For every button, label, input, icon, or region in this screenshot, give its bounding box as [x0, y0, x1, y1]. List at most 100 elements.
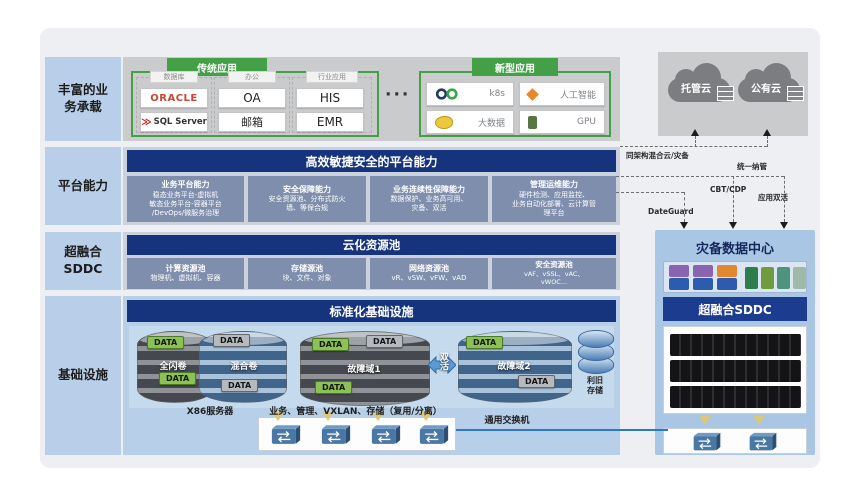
row-label-platform: 平台能力 [45, 147, 121, 225]
mail-label: 邮箱 [241, 116, 263, 129]
generic-switch-label: 通用交换机 [484, 416, 530, 426]
cloud-server-icon [787, 86, 804, 101]
hadoop-elephant-icon [435, 115, 453, 129]
devops-infinity-icon [435, 88, 458, 100]
hybrid-volume-label: 混合卷 [230, 362, 258, 372]
connector-line [767, 136, 768, 147]
data-chip: DATA [312, 338, 350, 351]
row-label-business: 丰富的业 务承载 [45, 57, 121, 141]
os-icon [669, 278, 689, 290]
row-label-sddc: 超融合 SDDC [45, 232, 121, 290]
dr-server-box [663, 326, 807, 414]
capability-box-security: 安全保障能力 安全资源池、分布式防火 墙、等保合规 [248, 176, 366, 222]
switch-icon [749, 432, 777, 451]
vm-icon [669, 265, 689, 277]
capability-desc: 数据保护、业务高可用、 灾备、双活 [390, 195, 468, 213]
dr-app-icon [745, 267, 758, 289]
pool-desc: 物理机、虚拟机、容器 [150, 274, 221, 283]
capability-title: 业务连续性保障能力 [393, 184, 465, 194]
connector-line [616, 192, 684, 193]
dr-title: 灾备数据中心 [695, 242, 774, 257]
capability-box-management: 管理运维能力 硬件检测、应用监控、 业务自动化部署、云计算管 理平台 [492, 176, 616, 222]
dual-active-arrow: 双活 [427, 350, 457, 380]
sddc-header: 云化资源池 [127, 235, 616, 255]
public-cloud: 公有云 [738, 63, 804, 106]
arrow-to-dr [729, 222, 737, 229]
pool-desc: vAF、vSSL、vAC、 vWOC... [524, 269, 584, 287]
arrow-to-dr [780, 222, 788, 229]
connector-line [684, 192, 685, 222]
tensorflow-icon [526, 87, 539, 101]
industry-group-label: 行业应用 [306, 71, 358, 83]
dr-app-icon [777, 267, 790, 289]
gpu-item: GPU [519, 110, 605, 134]
switch-icon [371, 425, 401, 444]
hosted-cloud: 托管云 [668, 63, 734, 106]
down-arrow-icon [420, 412, 432, 421]
data-chip: DATA [518, 375, 556, 388]
ai-item: 人工智能 [519, 82, 605, 106]
k8s-label: k8s [489, 89, 505, 99]
gpu-label: GPU [577, 117, 596, 127]
dr-vm-strip [663, 261, 807, 293]
server-rack-icon [670, 386, 801, 408]
oracle-item: ORACLE [140, 88, 208, 108]
capability-desc: 稳态业务平台-虚拟机 敏态业务平台-容器平台 /DevOps/微服务治理 [149, 190, 222, 217]
connector-line [784, 176, 785, 222]
ellipsis: ··· [385, 85, 411, 105]
pool-title: 网络资源池 [409, 263, 449, 273]
os-icon [717, 278, 737, 290]
vm-icon [693, 265, 713, 277]
dr-sddc-bar: 超融合SDDC [663, 297, 807, 321]
his-label: HIS [319, 91, 341, 105]
data-chip: DATA [159, 372, 197, 385]
his-item: HIS [296, 88, 364, 108]
connector-line [620, 146, 767, 147]
pool-box-storage: 存储源池 块、文件、对象 [248, 258, 366, 289]
vm-icon [717, 265, 737, 277]
down-arrow-icon [753, 416, 765, 425]
down-arrow-icon [322, 412, 334, 421]
bigdata-item: 大数据 [426, 110, 514, 134]
capability-desc: 硬件检测、应用监控、 业务自动化部署、云计算管 理平台 [512, 190, 596, 217]
capability-desc: 安全资源池、分布式防火 墙、等保合规 [268, 195, 346, 213]
fault-domain1-label: 故障域1 [347, 365, 381, 375]
down-arrow-icon [272, 412, 284, 421]
modern-apps-tab: 新型应用 [472, 58, 558, 76]
capability-title: 业务平台能力 [161, 180, 210, 190]
x86-server-label: X86服务器 [186, 407, 234, 417]
data-chip: DATA [366, 335, 404, 348]
connector-line [616, 176, 784, 177]
cloud-icon [738, 63, 800, 102]
dr-app-icon [761, 267, 774, 289]
row-label-infra: 基础设施 [45, 296, 121, 455]
public-cloud-label: 公有云 [751, 84, 781, 95]
hosted-cloud-label: 托管云 [681, 84, 711, 95]
switch-icon [321, 425, 351, 444]
pool-desc: 块、文件、对象 [282, 274, 332, 283]
hybrid-cloud-connector-label: 同架构混合云/灾备 [626, 151, 689, 160]
legacy-storage-icon [578, 330, 614, 374]
mail-item: 邮箱 [218, 112, 286, 132]
server-rack-icon [670, 334, 801, 356]
pool-box-compute: 计算资源池 物理机、虚拟机、容器 [127, 258, 244, 289]
data-chip: DATA [466, 336, 504, 349]
sqlserver-label: SQL Server [153, 117, 207, 127]
app-dual-active-label: 应用双活 [758, 193, 788, 202]
data-chip: DATA [147, 336, 185, 349]
database-group-label: 数据库 [150, 71, 198, 83]
server-rack-icon [670, 360, 801, 382]
connector-line [733, 176, 734, 222]
switch-icon [419, 425, 449, 444]
flash-volume-label: 全闪卷 [159, 362, 187, 372]
office-group-label: 办公 [228, 71, 276, 83]
capability-title: 安全保障能力 [283, 184, 331, 194]
platform-header: 高效敏捷安全的平台能力 [127, 150, 616, 172]
arrow-to-public-cloud [763, 129, 771, 136]
oa-label: OA [243, 91, 261, 105]
uplink-line [456, 429, 668, 431]
arrow-to-dr [680, 222, 688, 229]
dateguard-label: DateGuard [648, 207, 694, 216]
fault-domain2-label: 故障域2 [497, 362, 531, 372]
